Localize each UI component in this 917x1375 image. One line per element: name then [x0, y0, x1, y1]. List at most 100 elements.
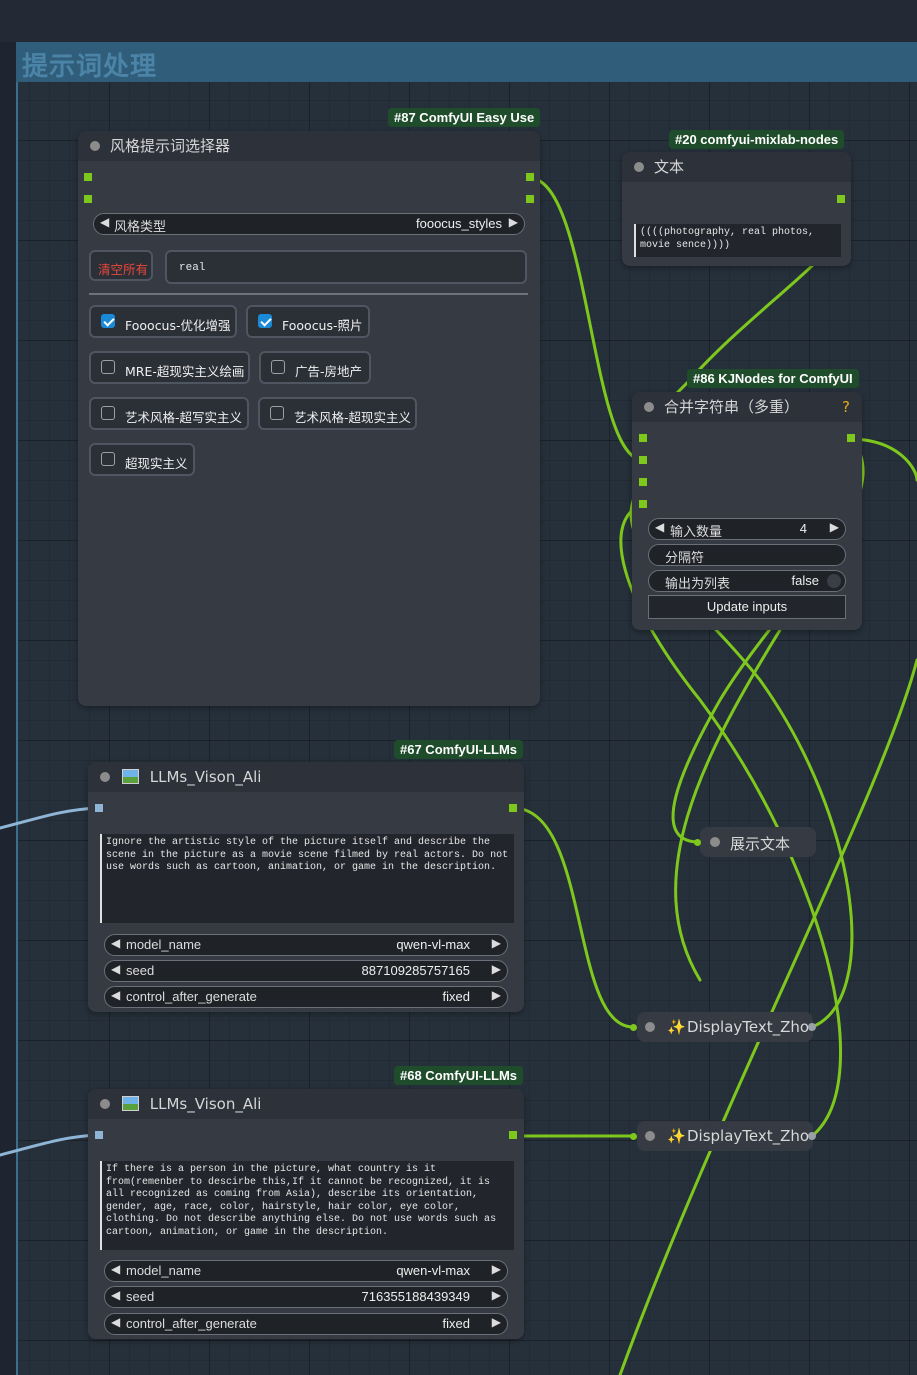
arrow-left-icon[interactable]: ◀	[111, 962, 121, 976]
seed-stepper[interactable]: ◀ seed 887109285757165 ▶	[104, 960, 508, 982]
separator-label: 分隔符	[665, 550, 705, 565]
style-option-label: 艺术风格-超写实主义	[125, 410, 243, 425]
text-node-textarea[interactable]: ((((photography, real photos, movie senc…	[634, 224, 841, 257]
style-type-label: 风格类型	[114, 219, 167, 234]
display-text-node-2[interactable]: ✨ DisplayText_Zho	[637, 1121, 813, 1151]
control-label: control_after_generate	[126, 989, 257, 1004]
input-port[interactable]	[639, 434, 647, 442]
model-name-label: model_name	[126, 937, 202, 952]
model-name-selector[interactable]: ◀ model_name qwen-vl-max ▶	[104, 934, 508, 956]
arrow-left-icon[interactable]: ◀	[111, 1315, 121, 1329]
arrow-left-icon[interactable]: ◀	[111, 988, 121, 1002]
output-socket[interactable]	[808, 1023, 816, 1031]
checkbox-icon[interactable]	[101, 452, 115, 466]
arrow-right-icon[interactable]: ▶	[491, 962, 501, 976]
input-port[interactable]	[639, 456, 647, 464]
style-type-selector[interactable]: ◀ 风格类型 fooocus_styles ▶	[93, 213, 525, 235]
collapse-dot-icon[interactable]	[634, 162, 644, 172]
llm-prompt-textarea[interactable]: Ignore the artistic style of the picture…	[100, 834, 514, 923]
collapse-dot-icon[interactable]	[710, 837, 720, 847]
output-list-toggle[interactable]: 输出为列表 false	[648, 570, 846, 592]
input-port[interactable]	[84, 195, 92, 203]
arrow-right-icon[interactable]: ▶	[491, 1288, 501, 1302]
collapse-dot-icon[interactable]	[100, 1099, 110, 1109]
style-selector-title-bar[interactable]: 风格提示词选择器	[78, 131, 540, 161]
separator-field[interactable]: 分隔符	[648, 544, 846, 566]
checkbox-icon[interactable]	[101, 406, 115, 420]
arrow-right-icon[interactable]: ▶	[491, 1315, 501, 1329]
node-badge-67: #67 ComfyUI-LLMs	[394, 740, 524, 759]
arrow-right-icon[interactable]: ▶	[491, 936, 501, 950]
node-badge-68: #68 ComfyUI-LLMs	[394, 1066, 524, 1085]
arrow-left-icon[interactable]: ◀	[655, 520, 665, 534]
arrow-left-icon[interactable]: ◀	[111, 1262, 121, 1276]
output-port[interactable]	[509, 1131, 517, 1139]
input-port[interactable]	[639, 478, 647, 486]
output-port[interactable]	[526, 195, 534, 203]
clear-all-button[interactable]: 清空所有	[89, 250, 153, 281]
llm-prompt-textarea[interactable]: If there is a person in the picture, wha…	[100, 1161, 514, 1250]
sparkle-icon: ✨	[667, 1127, 686, 1145]
style-option-ad-realestate[interactable]: 广告-房地产	[259, 351, 371, 384]
input-port[interactable]	[84, 173, 92, 181]
display-text-node-1[interactable]: ✨ DisplayText_Zho	[637, 1012, 813, 1042]
arrow-right-icon[interactable]: ▶	[491, 988, 501, 1002]
input-socket[interactable]	[694, 839, 701, 846]
output-port[interactable]	[837, 195, 845, 203]
style-option-art-surreal[interactable]: 艺术风格-超现实主义	[258, 397, 417, 430]
arrow-right-icon[interactable]: ▶	[491, 1262, 501, 1276]
toggle-knob-icon[interactable]	[827, 574, 841, 588]
arrow-left-icon[interactable]: ◀	[111, 936, 121, 950]
input-socket[interactable]	[630, 1024, 637, 1031]
picture-icon	[122, 1096, 139, 1111]
output-socket[interactable]	[808, 1132, 816, 1140]
concat-title-bar[interactable]: 合并字符串（多重） ?	[632, 392, 862, 422]
style-option-mre-surreal[interactable]: MRE-超现实主义绘画	[89, 351, 250, 384]
style-option-fooocus-photo[interactable]: Fooocus-照片	[246, 305, 370, 338]
input-socket[interactable]	[630, 1133, 637, 1140]
style-search-input[interactable]: real	[165, 250, 527, 284]
checkbox-icon[interactable]	[101, 360, 115, 374]
output-port[interactable]	[526, 173, 534, 181]
llm-title-bar[interactable]: LLMs_Vison_Ali	[88, 762, 524, 792]
text-node-title-bar[interactable]: 文本	[622, 152, 851, 182]
style-option-art-hyperreal[interactable]: 艺术风格-超写实主义	[89, 397, 249, 430]
input-port[interactable]	[639, 500, 647, 508]
input-count-stepper[interactable]: ◀ 输入数量 4 ▶	[648, 518, 846, 540]
arrow-left-icon[interactable]: ◀	[111, 1288, 121, 1302]
checkbox-checked-icon[interactable]	[258, 314, 272, 328]
collapse-dot-icon[interactable]	[644, 402, 654, 412]
collapse-dot-icon[interactable]	[90, 141, 100, 151]
output-port[interactable]	[509, 804, 517, 812]
control-after-generate-selector[interactable]: ◀ control_after_generate fixed ▶	[104, 1313, 508, 1335]
collapse-dot-icon[interactable]	[645, 1131, 655, 1141]
collapse-dot-icon[interactable]	[645, 1022, 655, 1032]
help-icon[interactable]: ?	[842, 398, 850, 416]
node-badge-86: #86 KJNodes for ComfyUI	[687, 369, 859, 388]
collapse-dot-icon[interactable]	[100, 772, 110, 782]
model-name-selector[interactable]: ◀ model_name qwen-vl-max ▶	[104, 1260, 508, 1282]
arrow-right-icon[interactable]: ▶	[829, 520, 839, 534]
llm-title-bar[interactable]: LLMs_Vison_Ali	[88, 1089, 524, 1119]
show-text-node[interactable]: 展示文本	[700, 827, 816, 857]
image-input-port[interactable]	[95, 1131, 103, 1139]
model-name-label: model_name	[126, 1263, 202, 1278]
checkbox-checked-icon[interactable]	[101, 314, 115, 328]
control-after-generate-selector[interactable]: ◀ control_after_generate fixed ▶	[104, 986, 508, 1008]
style-option-label: 超现实主义	[125, 456, 188, 471]
output-list-label: 输出为列表	[665, 576, 731, 591]
seed-value: 887109285757165	[361, 963, 470, 978]
checkbox-icon[interactable]	[270, 406, 284, 420]
style-search-value: real	[179, 262, 206, 274]
style-option-surrealism[interactable]: 超现实主义	[89, 443, 195, 476]
arrow-left-icon[interactable]: ◀	[100, 215, 110, 229]
image-input-port[interactable]	[95, 804, 103, 812]
group-header[interactable]	[16, 42, 917, 82]
checkbox-icon[interactable]	[271, 360, 285, 374]
llm-title: LLMs_Vison_Ali	[149, 1095, 262, 1113]
output-port[interactable]	[847, 434, 855, 442]
update-inputs-button[interactable]: Update inputs	[648, 595, 846, 619]
seed-stepper[interactable]: ◀ seed 716355188439349 ▶	[104, 1286, 508, 1308]
style-option-fooocus-enhance[interactable]: Fooocus-优化增强	[89, 305, 237, 338]
arrow-right-icon[interactable]: ▶	[508, 215, 518, 229]
